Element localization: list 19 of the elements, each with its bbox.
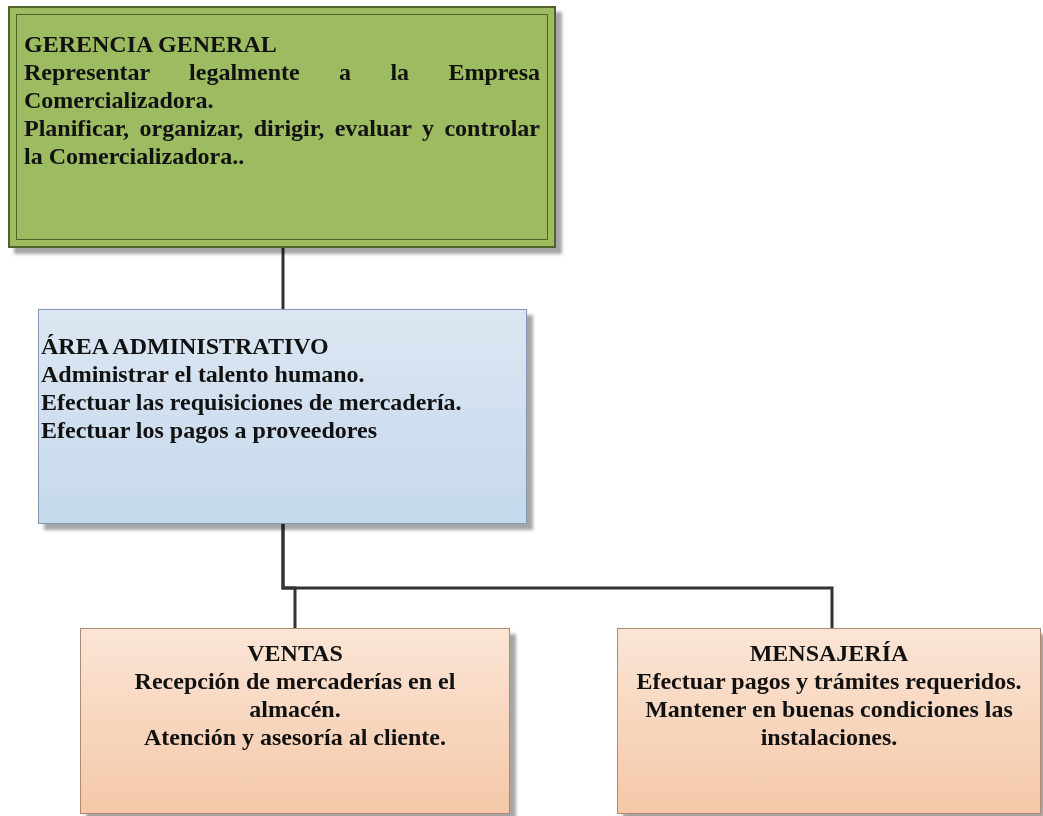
org-box (8, 6, 556, 248)
box-description: Efectuar pagos y trámites requeridos. (635, 667, 1023, 695)
box-description: Recepción de mercaderías en el almacén. (133, 667, 457, 723)
box-description: Mantener en buenas condiciones las instalaciones. (644, 695, 1014, 751)
box-title: ÁREA ADMINISTRATIVO (41, 332, 330, 360)
connector-line (281, 248, 285, 309)
box-description: Efectuar los pagos a proveedores (41, 416, 378, 444)
org-box (80, 628, 510, 814)
box-description: Representar legalmente a la Empresa Comercializadora. (24, 58, 540, 114)
box-description: Planificar, organizar, dirigir, evaluar y controlar la Comercializadora.. (24, 114, 540, 170)
box-description: Atención y asesoría al cliente. (143, 723, 447, 751)
box-title: GERENCIA GENERAL (24, 30, 278, 58)
connector-line (281, 524, 834, 628)
box-description: Administrar el talento humano. (41, 360, 366, 388)
box-title: MENSAJERÍA (748, 639, 910, 667)
box-title: VENTAS (246, 639, 344, 667)
org-box (617, 628, 1041, 814)
box-description: Efectuar las requisiciones de mercadería. (41, 388, 463, 416)
org-box (38, 309, 527, 524)
